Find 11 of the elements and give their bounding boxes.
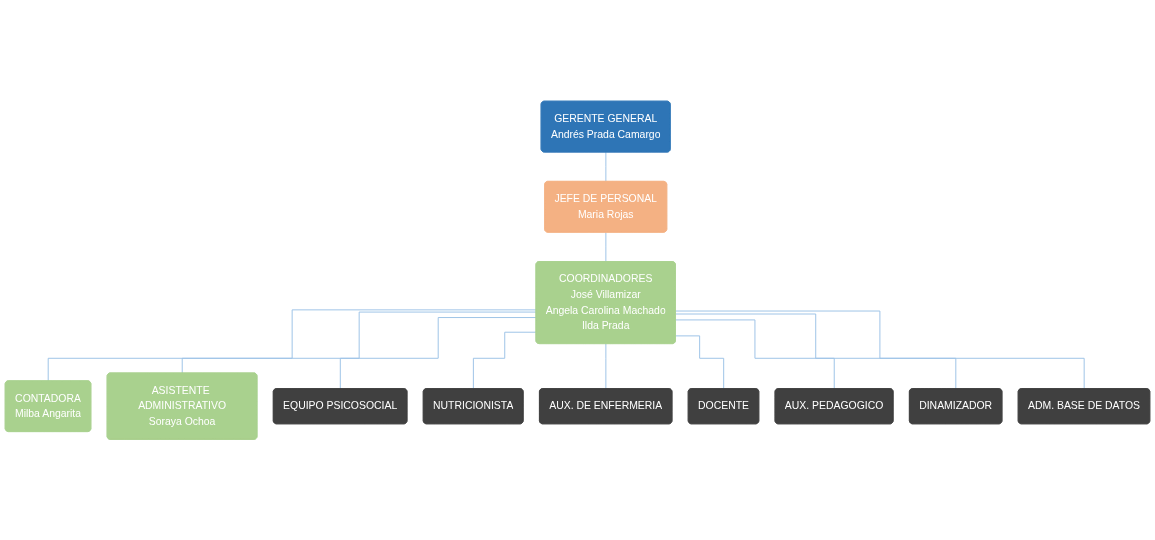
connector	[47, 309, 537, 382]
connector	[675, 319, 835, 390]
connector	[675, 335, 725, 390]
connector	[339, 316, 537, 390]
connector	[675, 310, 1085, 390]
connector	[605, 151, 607, 182]
connector	[181, 311, 537, 374]
connector	[472, 331, 537, 390]
connector	[605, 343, 607, 390]
connector	[675, 313, 957, 390]
connector	[605, 231, 607, 262]
